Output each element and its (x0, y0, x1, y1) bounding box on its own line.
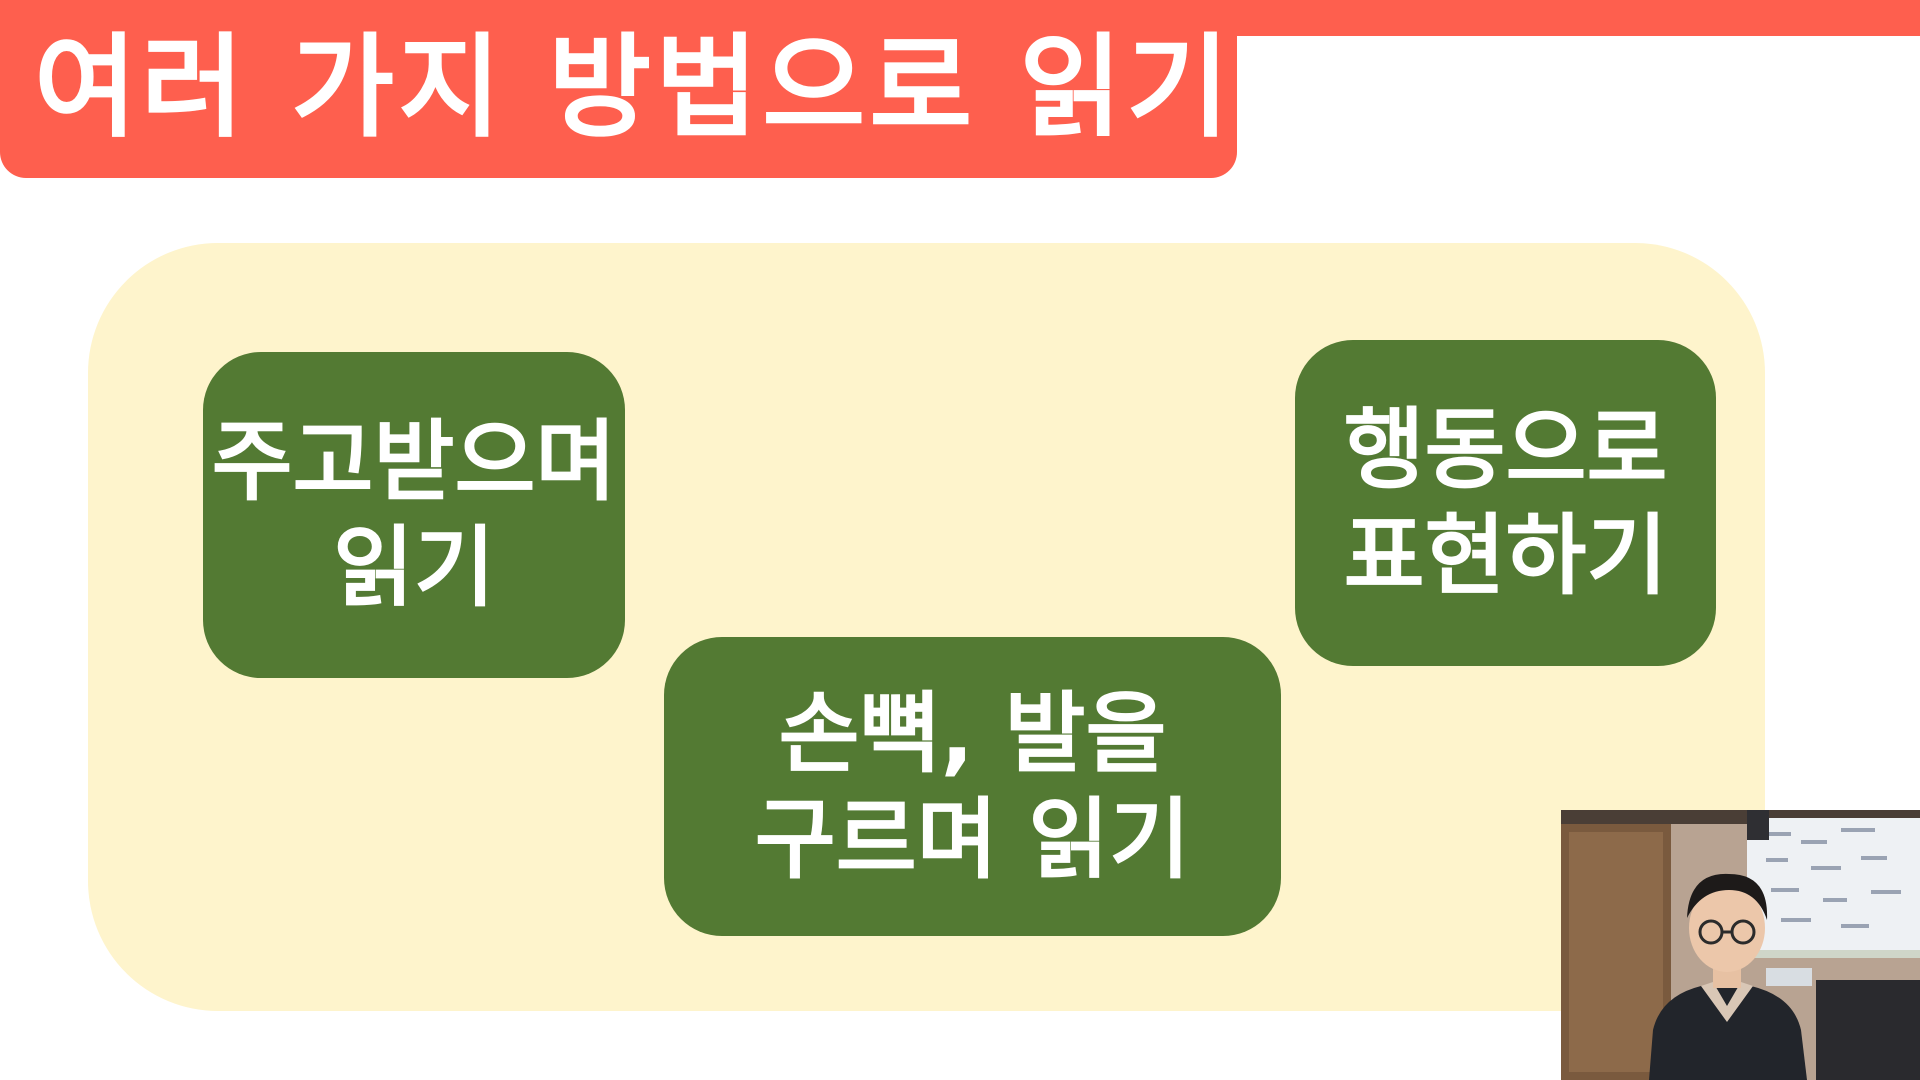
card-line: 주고받으며 (211, 410, 617, 513)
method-card-clap-stomp-reading: 손뼉, 발을 구르며 읽기 (664, 637, 1281, 936)
title-banner: 여러 가지 방법으로 읽기 (0, 0, 1237, 178)
slide-title: 여러 가지 방법으로 읽기 (34, 23, 1234, 153)
card-line: 표현하기 (1343, 504, 1668, 607)
card-line: 손뼉, 발을 (778, 681, 1167, 785)
presenter-webcam (1561, 810, 1920, 1080)
webcam-presenter-image (1561, 810, 1920, 1080)
card-line: 읽기 (333, 516, 495, 619)
method-card-action-expression: 행동으로 표현하기 (1295, 340, 1716, 666)
method-card-exchange-reading: 주고받으며 읽기 (203, 352, 625, 678)
card-line: 행동으로 (1343, 398, 1668, 501)
card-line: 구르며 읽기 (754, 787, 1191, 891)
